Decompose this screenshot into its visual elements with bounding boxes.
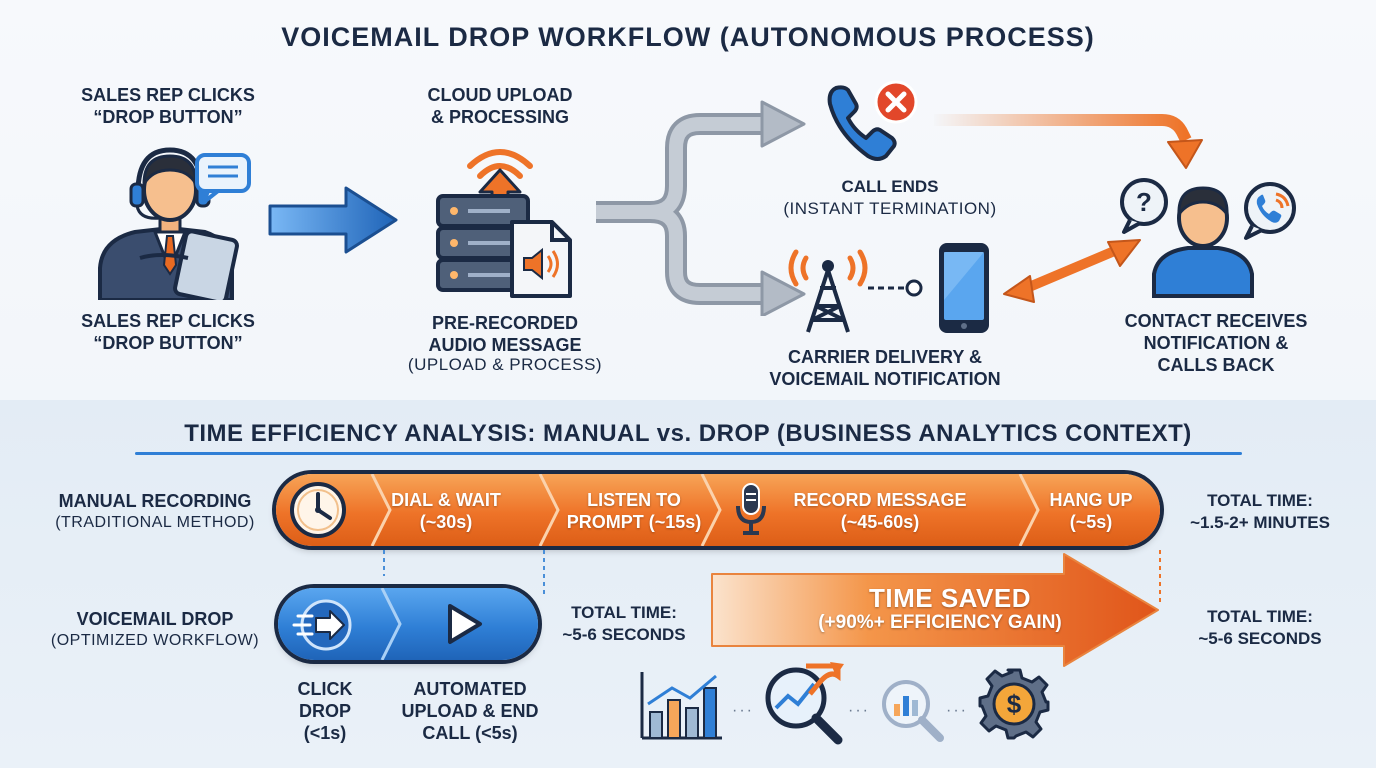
drop-label: VOICEMAIL DROP [76, 609, 234, 629]
audio-message-label: PRE-RECORDED AUDIO MESSAGE [390, 312, 620, 356]
manual-sub: (TRADITIONAL METHOD) [55, 514, 255, 531]
drop-row-label: VOICEMAIL DROP (OPTIMIZED WORKFLOW) [40, 608, 270, 652]
manual-step-listen-line1: LISTEN TO [587, 490, 681, 510]
analysis-title-underline [135, 452, 1242, 455]
magnifier-chart-icon [765, 662, 844, 745]
manual-step-listen-line2: PROMPT (~15s) [566, 512, 702, 532]
rep-bottom-label: SALES REP CLICKS “DROP BUTTON” [48, 310, 288, 354]
rep-top-line-1: SALES REP CLICKS [81, 85, 255, 105]
drop-step-auto-line3: CALL (<5s) [422, 723, 518, 743]
server-upload-icon [436, 149, 533, 292]
right-total-value: ~5-6 SECONDS [1198, 629, 1322, 648]
manual-step-hangup-line1: HANG UP [1049, 490, 1133, 510]
clock-icon [290, 482, 346, 538]
cloud-line-1: CLOUD UPLOAD [427, 85, 573, 105]
dashed-connectors [383, 550, 1161, 606]
contact-line-1: CONTACT RECEIVES [1124, 311, 1308, 331]
call-ends-label: CALL ENDS [841, 177, 939, 196]
time-saved-arrow [711, 553, 1159, 667]
rep-bottom-line-2: “DROP BUTTON” [93, 333, 243, 353]
drop-total: TOTAL TIME: ~5-6 SECONDS [544, 602, 704, 646]
contact-label: CONTACT RECEIVES NOTIFICATION & CALLS BA… [1100, 310, 1332, 376]
manual-total: TOTAL TIME: ~1.5-2+ MINUTES [1164, 490, 1356, 534]
analysis-section [0, 400, 1376, 768]
svg-text:$: $ [1007, 689, 1022, 719]
drop-step-click-line2: DROP [298, 701, 351, 721]
carrier-delivery-label: CARRIER DELIVERY & VOICEMAIL NOTIFICATIO… [730, 346, 1040, 390]
carrier-line-2: VOICEMAIL NOTIFICATION [769, 369, 1001, 389]
phone-callback-icon [1244, 182, 1296, 240]
cloud-line-2: & PROCESSING [430, 107, 570, 127]
audio-line-1: PRE-RECORDED [431, 313, 578, 333]
manual-timeline-bar [276, 474, 1160, 546]
audio-message-sub: (UPLOAD & PROCESS) [407, 355, 603, 374]
microphone-icon [736, 483, 766, 535]
analysis-title: TIME EFFICIENCY ANALYSIS: MANUAL vs. DRO… [184, 420, 1192, 447]
manual-step-record-line1: RECORD MESSAGE [793, 490, 967, 510]
magnifier-bars-icon [882, 680, 944, 742]
manual-step-hangup: HANG UP (~5s) [1036, 489, 1146, 533]
dots-sep-3: ··· [946, 702, 968, 719]
signal-link [868, 279, 923, 297]
drop-total-value: ~5-6 SECONDS [562, 625, 686, 644]
manual-step-dial-line1: DIAL & WAIT [391, 490, 501, 510]
fast-forward-icon [292, 599, 352, 651]
cell-tower-icon [788, 249, 868, 333]
question-bubble-icon: ? [1120, 178, 1168, 234]
blue-flow-arrow [268, 186, 398, 254]
contact-line-2: NOTIFICATION & [1143, 333, 1289, 353]
headset-rep-icon [98, 147, 239, 300]
phone-decline-icon [827, 80, 918, 161]
drop-step-click-line3: (<1s) [303, 723, 347, 743]
manual-total-value: ~1.5-2+ MINUTES [1190, 513, 1330, 532]
manual-step-record: RECORD MESSAGE (~45-60s) [770, 489, 990, 533]
drop-step-auto-line1: AUTOMATED [413, 679, 527, 699]
cloud-upload-label: CLOUD UPLOAD & PROCESSING [390, 84, 610, 128]
contact-person-icon [1152, 186, 1254, 298]
manual-step-hangup-line2: (~5s) [1069, 512, 1113, 532]
drop-step-automated: AUTOMATED UPLOAD & END CALL (<5s) [380, 678, 560, 744]
drop-step-auto-line2: UPLOAD & END [401, 701, 539, 721]
drop-step-click-line1: CLICK [297, 679, 353, 699]
bar-chart-icon [640, 672, 722, 740]
manual-bar-dividers [370, 474, 1040, 546]
manual-step-record-line2: (~45-60s) [840, 512, 920, 532]
right-total: TOTAL TIME: ~5-6 SECONDS [1164, 606, 1356, 650]
drop-bar-dividers [380, 588, 402, 660]
time-saved-sub: (+90%+ EFFICIENCY GAIN) [818, 612, 1062, 633]
rep-top-label: SALES REP CLICKS “DROP BUTTON” [48, 84, 288, 128]
orange-double-arrow [1003, 239, 1141, 303]
chat-bubble-icon [195, 153, 251, 204]
manual-step-dial-line2: (~30s) [419, 512, 473, 532]
manual-step-listen: LISTEN TO PROMPT (~15s) [552, 489, 716, 533]
rep-top-line-2: “DROP BUTTON” [93, 107, 243, 127]
manual-total-label: TOTAL TIME: [1207, 491, 1313, 510]
play-icon [448, 604, 482, 644]
drop-step-click: CLICK DROP (<1s) [270, 678, 380, 744]
manual-row-label: MANUAL RECORDING (TRADITIONAL METHOD) [40, 490, 270, 534]
page-title: VOICEMAIL DROP WORKFLOW (AUTONOMOUS PROC… [281, 22, 1095, 52]
manual-step-dial: DIAL & WAIT (~30s) [376, 489, 516, 533]
drop-sub: (OPTIMIZED WORKFLOW) [50, 632, 260, 649]
time-saved-title: TIME SAVED [869, 583, 1031, 613]
smartphone-icon [939, 243, 989, 333]
carrier-line-1: CARRIER DELIVERY & [787, 347, 983, 367]
dollar-gear-icon: $ [978, 668, 1050, 740]
manual-label: MANUAL RECORDING [58, 491, 252, 511]
right-total-label: TOTAL TIME: [1207, 607, 1313, 626]
rep-bottom-line-1: SALES REP CLICKS [81, 311, 255, 331]
drop-total-label: TOTAL TIME: [571, 603, 677, 622]
dots-sep-2: ··· [848, 702, 870, 719]
dots-sep-1: ··· [732, 702, 754, 719]
contact-line-3: CALLS BACK [1157, 355, 1275, 375]
branch-arrows [596, 100, 806, 316]
audio-line-2: AUDIO MESSAGE [428, 335, 582, 355]
audio-file-icon [510, 220, 572, 298]
orange-arrow-to-contact [934, 114, 1203, 169]
call-ends-sub: (INSTANT TERMINATION) [783, 199, 997, 218]
svg-text:?: ? [1136, 187, 1152, 217]
